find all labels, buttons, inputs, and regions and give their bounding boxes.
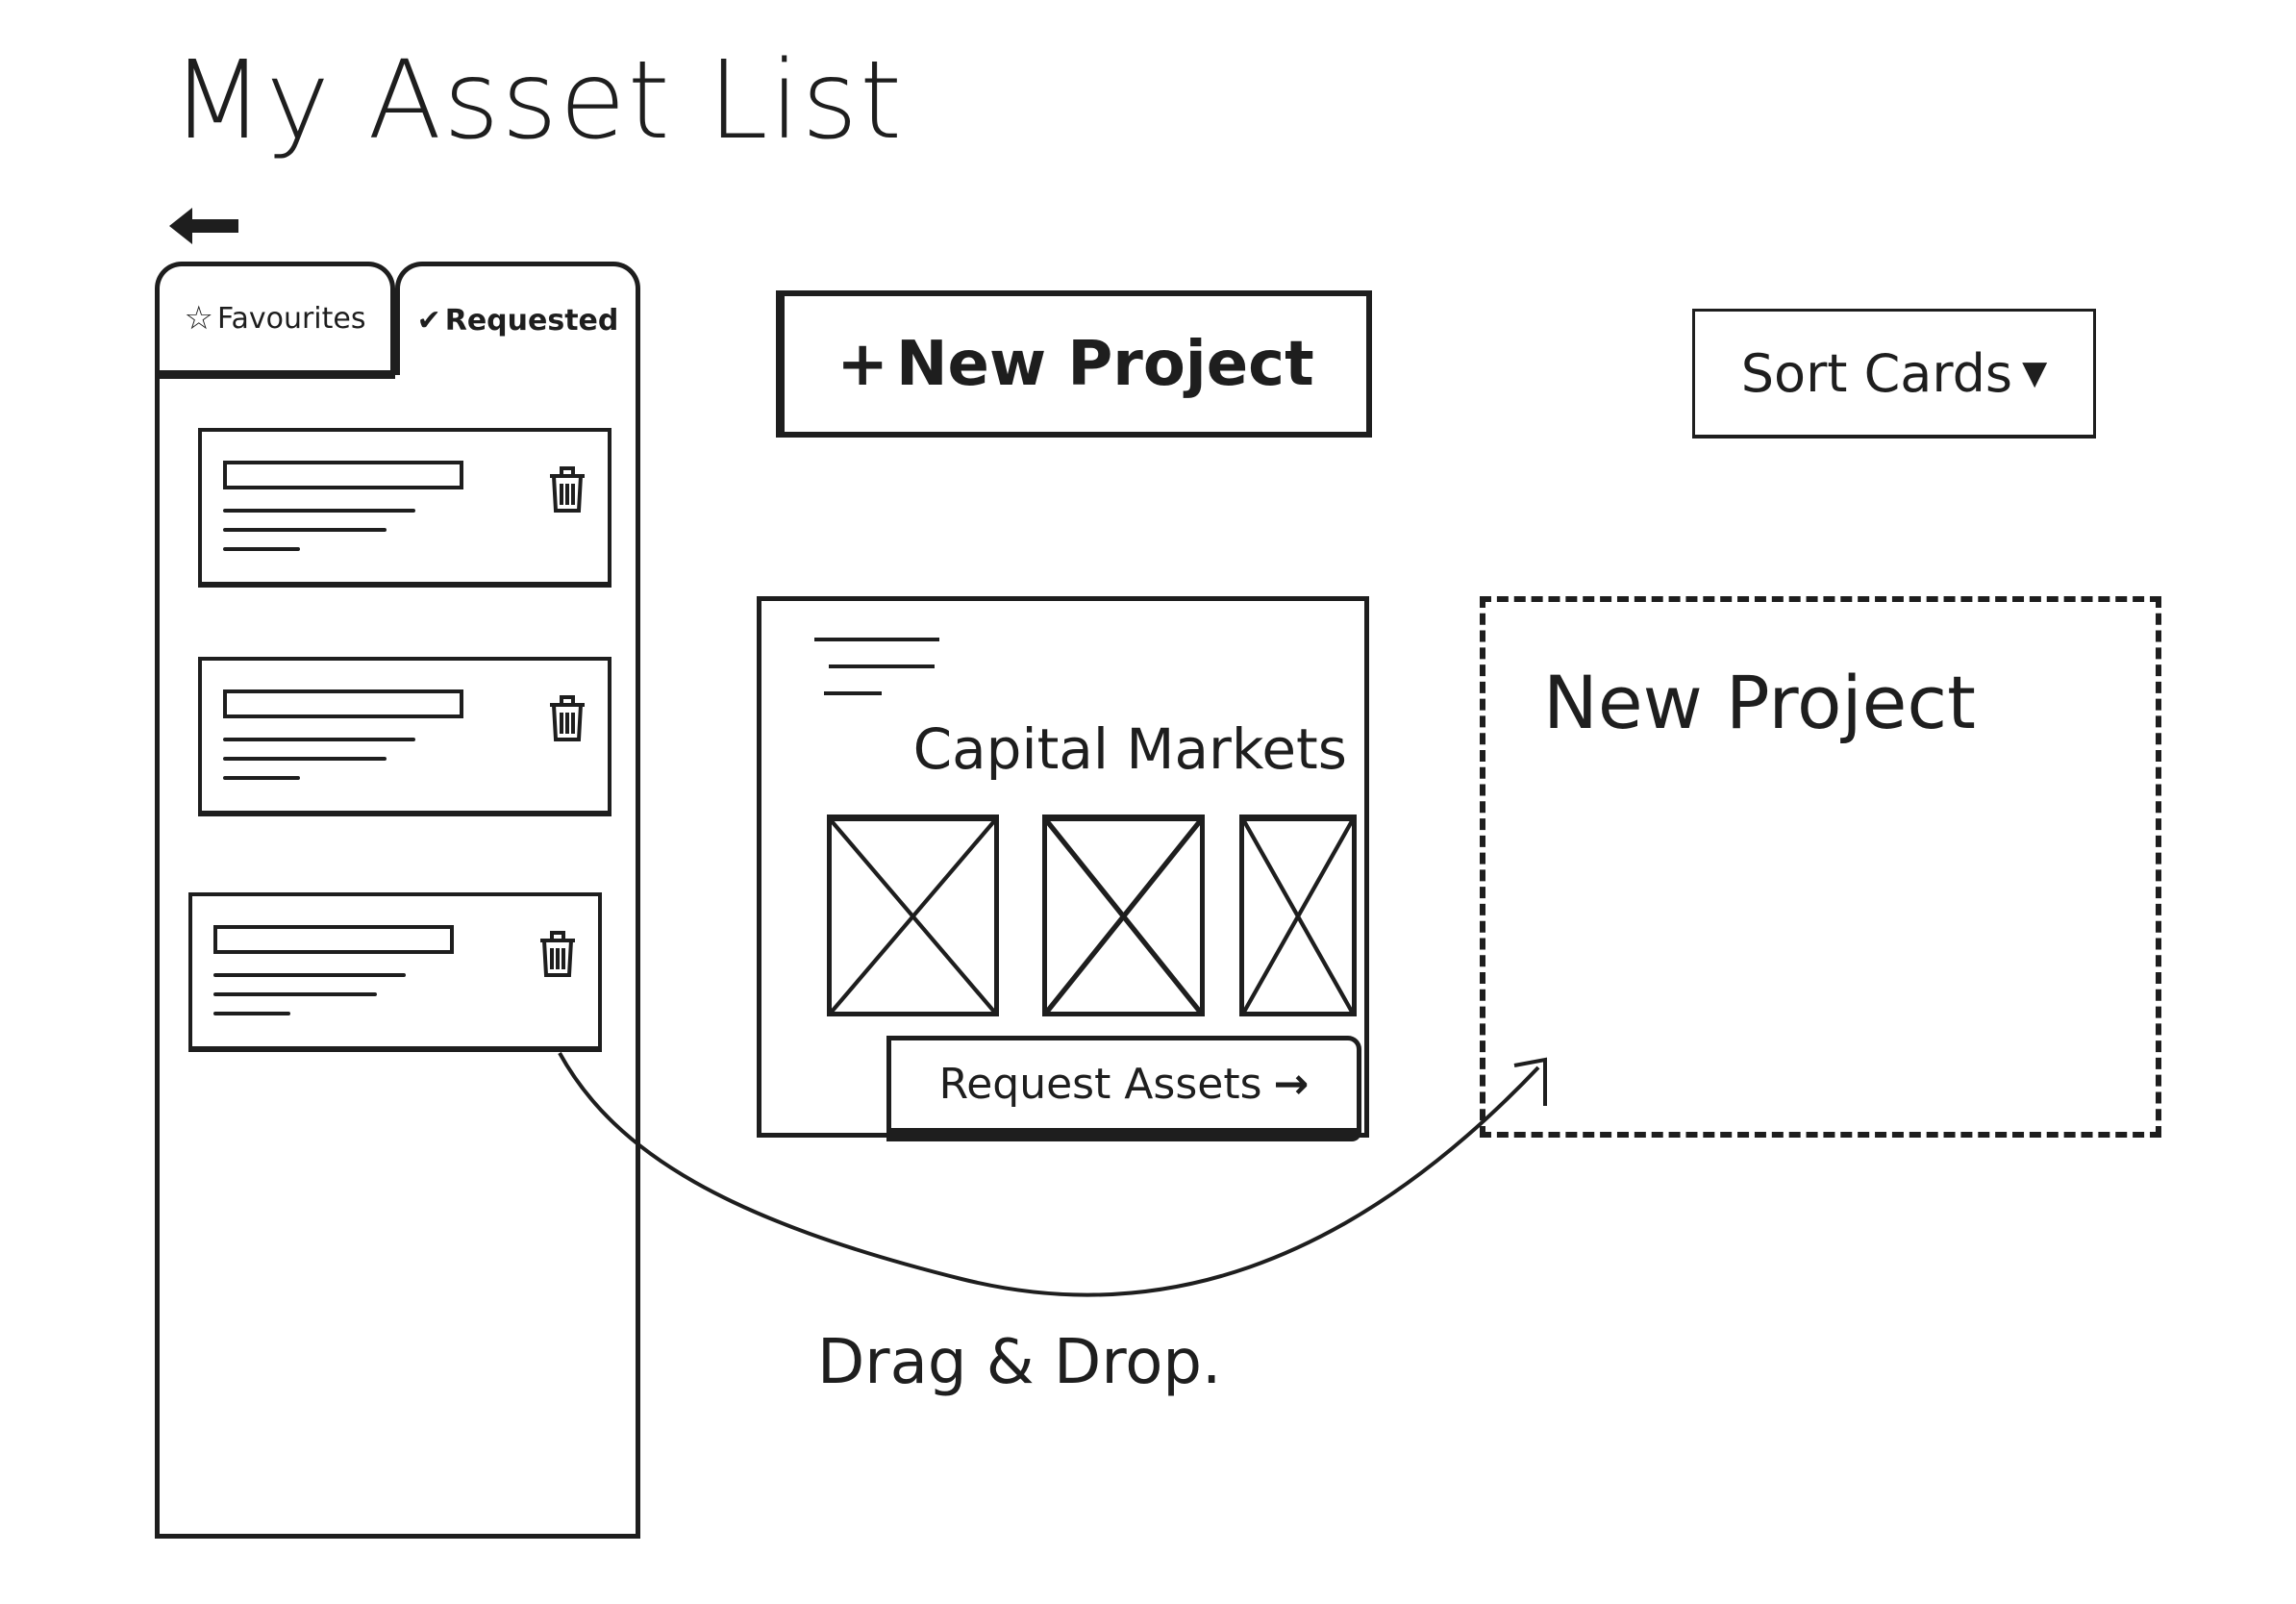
back-arrow-icon[interactable] bbox=[165, 204, 242, 248]
text-line bbox=[223, 528, 387, 532]
tab-label: Requested bbox=[444, 304, 619, 338]
tab-label: Favourites bbox=[216, 301, 366, 336]
star-icon: ☆ bbox=[184, 299, 213, 338]
text-line bbox=[223, 776, 300, 780]
trash-icon[interactable] bbox=[544, 461, 590, 514]
asset-card[interactable] bbox=[198, 428, 611, 588]
asset-title-placeholder bbox=[223, 461, 463, 489]
page-title: My Asset List bbox=[171, 38, 905, 163]
image-placeholder-icon bbox=[827, 815, 999, 1016]
project-card-capital-markets[interactable]: Capital Markets Request Assets → bbox=[757, 596, 1369, 1141]
drag-drop-annotation: Drag & Drop. bbox=[817, 1327, 1222, 1398]
text-line bbox=[814, 638, 939, 641]
text-line bbox=[223, 738, 415, 741]
text-line bbox=[213, 973, 406, 977]
plus-icon: + bbox=[836, 328, 888, 400]
drop-zone-title: New Project bbox=[1543, 660, 1976, 745]
new-project-drop-zone[interactable]: New Project bbox=[1480, 596, 2161, 1138]
tab-favourites[interactable]: ☆ Favourites bbox=[155, 262, 395, 379]
tab-requested[interactable]: ✔ Requested bbox=[395, 262, 640, 375]
asset-card[interactable] bbox=[188, 892, 602, 1052]
request-assets-button[interactable]: Request Assets → bbox=[886, 1036, 1361, 1141]
image-placeholder-icon bbox=[1042, 815, 1205, 1016]
caret-down-icon: ▼ bbox=[2022, 354, 2048, 392]
arrow-right-icon: → bbox=[1273, 1060, 1310, 1109]
sort-label: Sort Cards bbox=[1740, 342, 2013, 404]
check-icon: ✔ bbox=[416, 304, 441, 338]
text-line bbox=[223, 509, 415, 513]
asset-title-placeholder bbox=[223, 689, 463, 718]
trash-icon[interactable] bbox=[535, 925, 581, 979]
text-line bbox=[223, 757, 387, 761]
image-placeholder-icon bbox=[1239, 815, 1357, 1016]
text-line bbox=[223, 547, 300, 551]
new-project-label: New Project bbox=[895, 328, 1314, 400]
trash-icon[interactable] bbox=[544, 689, 590, 743]
asset-title-placeholder bbox=[213, 925, 454, 954]
text-line bbox=[824, 691, 882, 695]
asset-list-panel bbox=[155, 370, 640, 1539]
project-title: Capital Markets bbox=[912, 716, 1347, 782]
sort-cards-dropdown[interactable]: Sort Cards ▼ bbox=[1692, 309, 2096, 439]
new-project-button[interactable]: + New Project bbox=[776, 290, 1372, 438]
text-line bbox=[829, 664, 935, 668]
asset-card[interactable] bbox=[198, 657, 611, 816]
text-line bbox=[213, 992, 377, 996]
request-assets-label: Request Assets bbox=[938, 1060, 1262, 1109]
text-line bbox=[213, 1012, 290, 1015]
